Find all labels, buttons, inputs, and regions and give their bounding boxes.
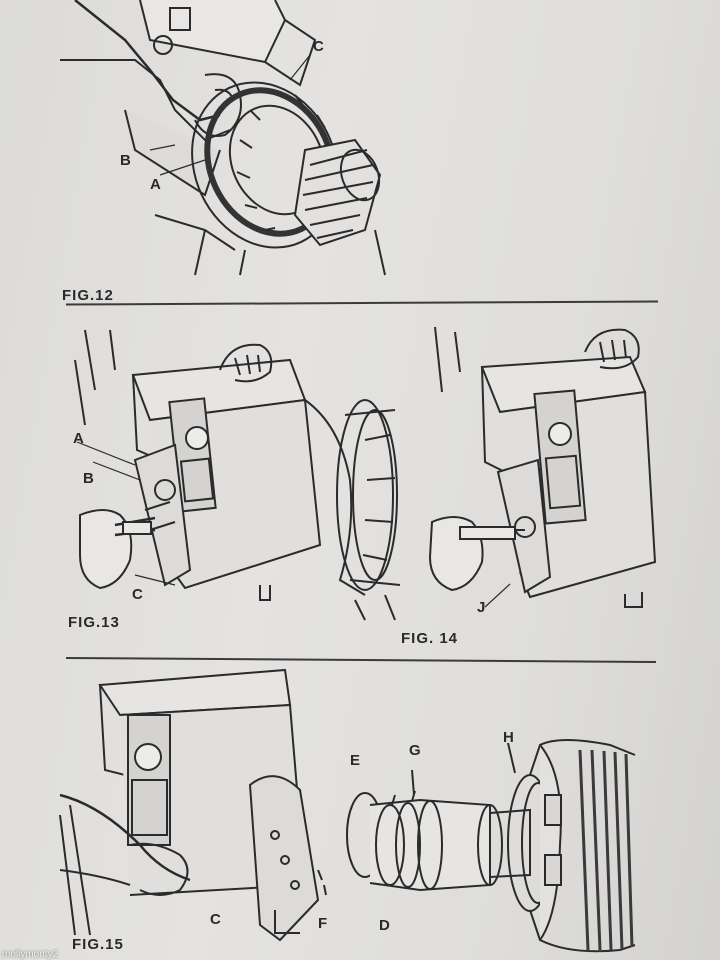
fig12-callout-c: C xyxy=(313,38,324,55)
fig15-callout-g: G xyxy=(409,742,421,759)
fig13-callout-c: C xyxy=(132,586,143,603)
fig14-callout-j: J xyxy=(477,599,486,616)
fig13-callout-a: A xyxy=(73,430,84,447)
fig13-caption: FIG.13 xyxy=(68,614,120,631)
fig14-caption: FIG. 14 xyxy=(401,630,459,647)
fig15-callout-c: C xyxy=(210,911,221,928)
fig15-illustration xyxy=(59,668,636,953)
fig12-callout-a: A xyxy=(150,176,161,193)
separator-rule-1 xyxy=(65,300,659,306)
fig14-illustration xyxy=(428,326,657,608)
fig13-callout-b: B xyxy=(83,470,94,487)
fig15-callout-f: F xyxy=(318,915,328,932)
fig15-callout-e: E xyxy=(350,752,361,769)
fig12-illustration xyxy=(60,0,386,276)
fig15-callout-h: H xyxy=(503,729,514,746)
fig15-caption: FIG.15 xyxy=(72,936,124,953)
fig13-illustration xyxy=(74,329,401,621)
fig12-callout-b: B xyxy=(120,152,131,169)
fig15-callout-d: D xyxy=(379,917,390,934)
fig12-caption: FIG.12 xyxy=(62,287,114,304)
watermark-text: mollymonty2 xyxy=(2,949,59,960)
